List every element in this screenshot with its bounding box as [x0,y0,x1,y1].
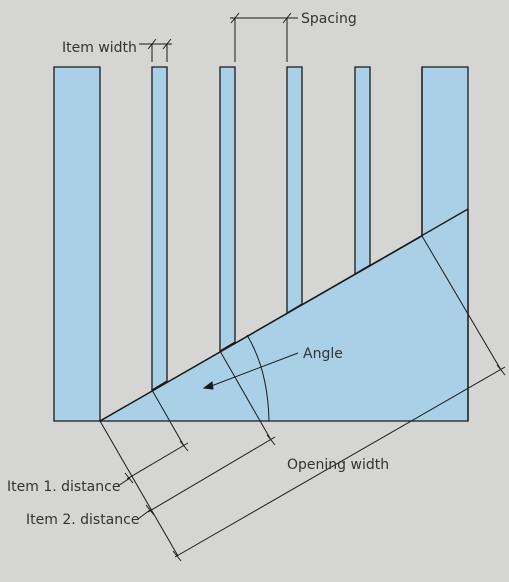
opening-ext-line-right [421,235,502,371]
slat-1 [151,66,168,392]
spacing-tick-left [230,12,240,24]
item-width-tick-left [147,38,157,50]
angle-arrowhead [202,381,214,390]
tick-b [179,440,189,452]
tick-f [496,364,506,376]
item1-ext-line [151,389,185,447]
item2-distance-label: Item 2. distance [26,512,139,528]
opening-ext-line-left [99,420,179,557]
opening-width-label: Opening width [287,457,389,473]
tick-e [172,550,182,562]
angle-leader [205,352,299,389]
left-post [53,66,101,422]
tick-d [266,434,276,446]
item-width-label: Item width [62,40,137,56]
slat-2 [219,66,236,353]
slat-4 [354,66,371,276]
opening-dim-line [174,366,506,558]
spacing-tick-right [282,12,292,24]
item1-dim-line [126,442,189,480]
tick-a [124,472,134,484]
item2-ext-line [219,350,272,441]
spacing-label: Spacing [301,11,357,27]
item-width-tick-right [162,38,172,50]
item2-dim-line [147,436,276,513]
item1-label-leader [117,477,131,487]
item1-distance-label: Item 1. distance [7,479,120,495]
wedge-hypotenuse [99,208,469,422]
angle-arc [246,334,270,422]
slat-3 [286,66,303,315]
item2-label-leader [137,509,151,520]
angle-label: Angle [303,346,343,362]
